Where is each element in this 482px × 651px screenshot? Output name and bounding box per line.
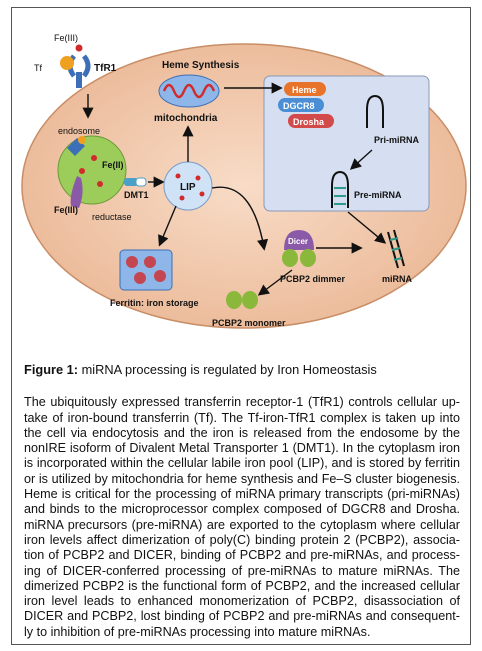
pre-mirna-hairpin xyxy=(331,170,349,208)
label-fe2: Fe(II) xyxy=(102,160,124,170)
caption-label: Figure 1: xyxy=(24,362,79,377)
caption-body: The ubiquitously expressed transferrin r… xyxy=(24,395,460,639)
label-endosome: endosome xyxy=(58,126,100,136)
label-tf: Tf xyxy=(34,63,42,73)
label-dmt1: DMT1 xyxy=(124,190,149,200)
figure-caption: Figure 1: miRNA processing is regulated … xyxy=(24,362,460,640)
label-tfr1: TfR1 xyxy=(94,63,117,74)
labile-iron-pool xyxy=(163,161,213,211)
pathway-diagram: Fe(III) Tf TfR1 Heme Synthesis mitochond… xyxy=(21,33,467,329)
label-lip: LIP xyxy=(180,182,196,193)
label-pre-mirna: Pre-miRNA xyxy=(354,190,402,200)
pill-dgcr8: DGCR8 xyxy=(283,101,315,111)
label-pcbp2-dimmer: PCBP2 dimmer xyxy=(280,274,346,284)
pri-mirna-hairpin xyxy=(366,94,384,128)
caption-title: Figure 1: miRNA processing is regulated … xyxy=(24,362,460,377)
label-heme-synthesis: Heme Synthesis xyxy=(162,60,240,71)
endosome xyxy=(57,135,127,208)
label-dicer: Dicer xyxy=(288,237,308,246)
pcbp2-monomer-icon xyxy=(226,291,258,309)
dicer-icon xyxy=(282,230,316,267)
ferritin-icon xyxy=(119,249,173,291)
label-fe3-endosome: Fe(III) xyxy=(54,205,78,215)
mitochondria-icon xyxy=(158,74,220,108)
label-pcbp2-monomer: PCBP2 monomer xyxy=(212,318,286,328)
caption-title-text: miRNA processing is regulated by Iron Ho… xyxy=(81,362,377,377)
pill-drosha: Drosha xyxy=(293,117,325,127)
dmt1-transporter xyxy=(124,177,147,187)
pill-heme: Heme xyxy=(292,85,317,95)
figure-frame: Fe(III) Tf TfR1 Heme Synthesis mitochond… xyxy=(11,7,471,645)
label-mitochondria: mitochondria xyxy=(154,113,218,124)
tfr1-receptor xyxy=(60,44,91,88)
label-mirna: miRNA xyxy=(382,274,413,284)
mirna-duplex xyxy=(387,229,405,269)
label-fe3-top: Fe(III) xyxy=(54,33,78,43)
label-ferritin: Ferritin: iron storage xyxy=(110,298,199,308)
label-reductase: reductase xyxy=(92,212,132,222)
label-pri-mirna: Pri-miRNA xyxy=(374,135,420,145)
